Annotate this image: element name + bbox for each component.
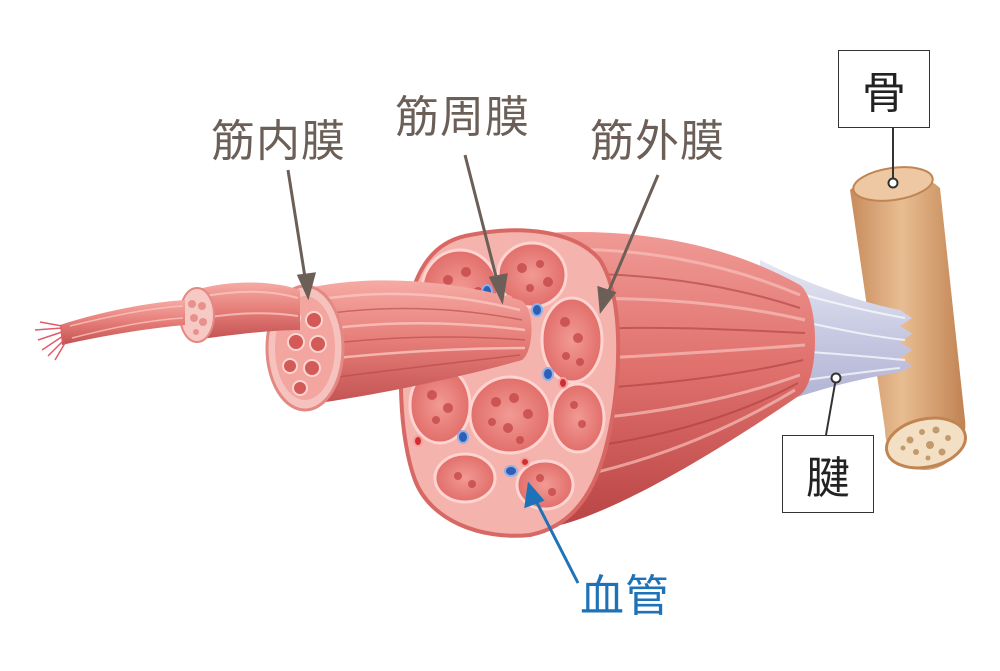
endomysium-arrow <box>286 169 317 301</box>
bone-label: 骨 <box>838 50 930 128</box>
blood-vessel-arrow <box>524 481 580 584</box>
blood-vessel-label: 血管 <box>580 571 670 622</box>
tendon-leader-line <box>825 372 842 436</box>
epimysium-arrow <box>597 174 660 314</box>
pointer-arrows <box>286 128 899 584</box>
epimysium-label: 筋外膜 <box>590 116 725 167</box>
perimysium-label: 筋周膜 <box>395 92 530 143</box>
endomysium-label: 筋内膜 <box>211 116 346 167</box>
muscle-fiber <box>34 282 300 361</box>
bone-leader-line <box>887 128 899 189</box>
perimysium-arrow <box>463 154 508 305</box>
tendon-label: 腱 <box>782 435 874 513</box>
bone-shape <box>850 166 967 470</box>
muscle-cross-section <box>398 228 621 538</box>
